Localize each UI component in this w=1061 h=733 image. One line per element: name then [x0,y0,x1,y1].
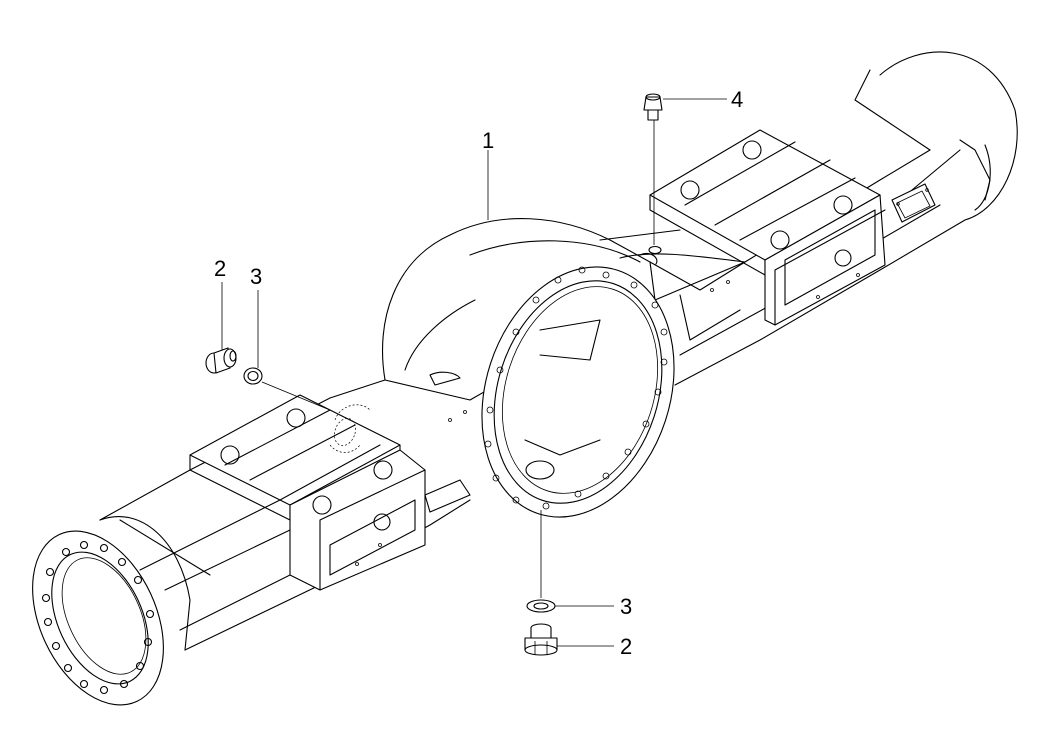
breather [643,93,663,121]
differential-flange [481,266,675,518]
left-spring-pad [189,394,426,591]
inspection-cover [891,183,936,223]
callout-4: 4 [731,87,743,112]
leader-lines [221,98,727,647]
plug-bottom [524,623,558,656]
left-flange-bolt-holes [41,540,155,695]
plug-left [205,347,237,374]
callout-2-left: 2 [214,256,226,281]
callout-3-bottom: 3 [620,594,632,619]
axle-housing [32,51,1018,706]
callout-2-bottom: 2 [620,634,632,659]
washer-left [243,367,263,385]
callout-3-left: 3 [250,264,262,289]
washer-bottom [526,599,556,613]
right-spring-pad [649,129,886,326]
callout-1: 1 [482,128,494,153]
